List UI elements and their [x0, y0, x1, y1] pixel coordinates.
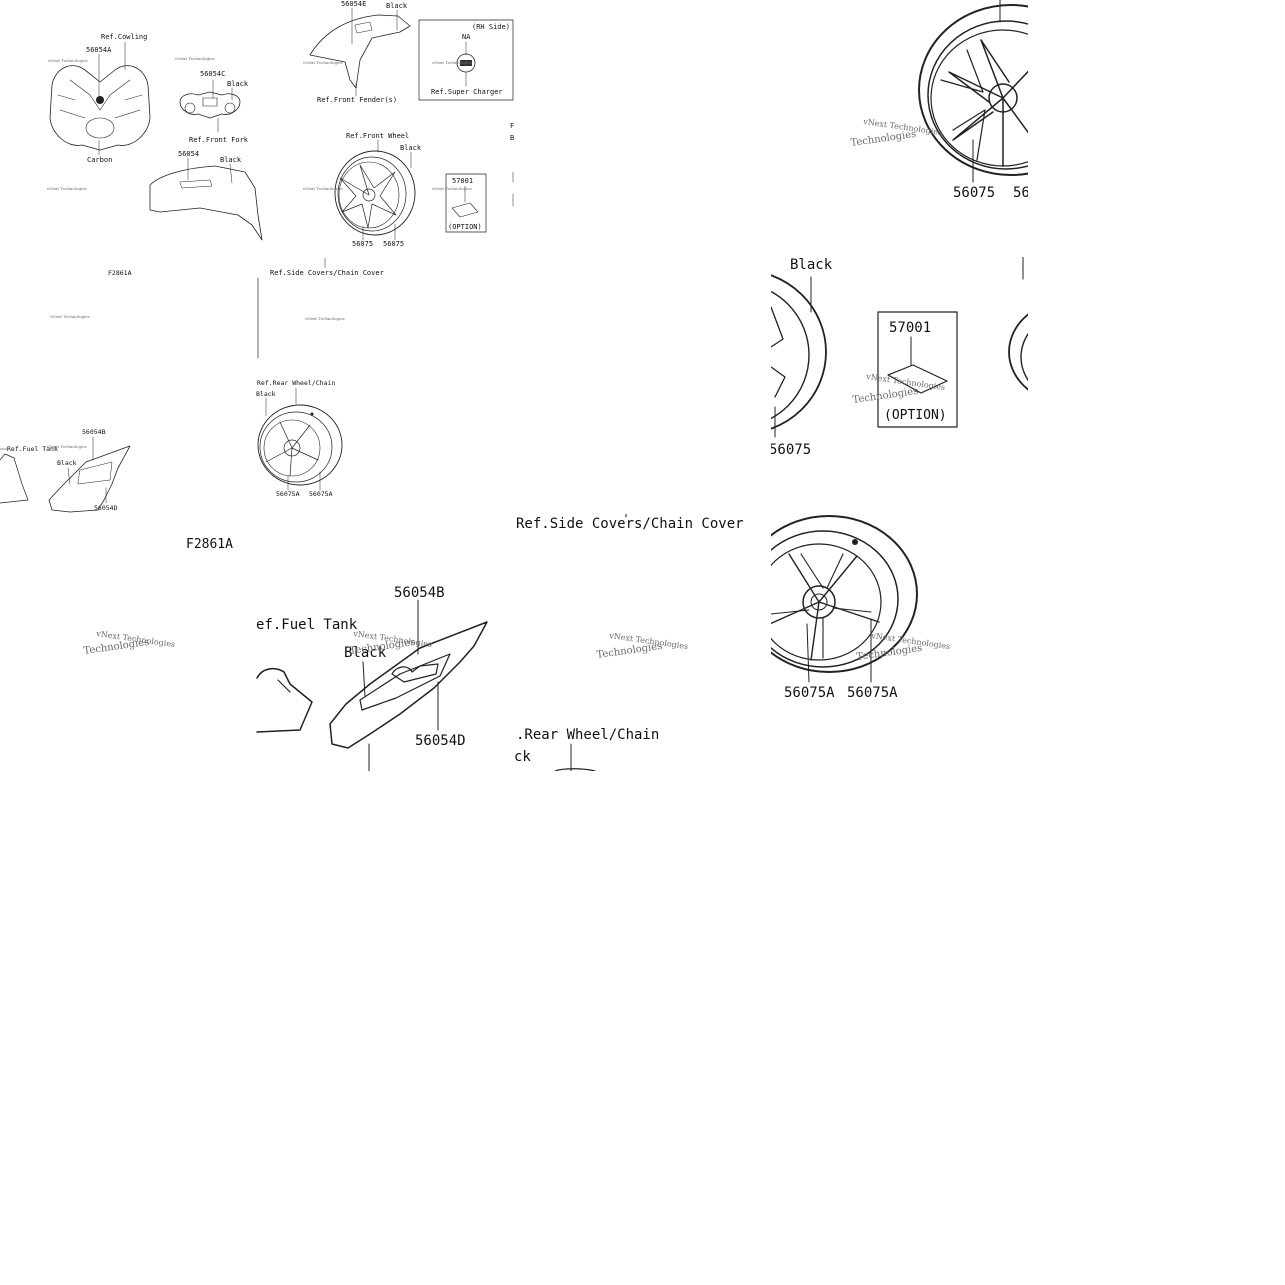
rear-wheel-color-label: Black	[256, 390, 276, 398]
charger-ref-label: Ref.Super Charger	[431, 88, 503, 96]
fuel-tank-drawing	[0, 445, 131, 513]
fork-part-label: 56054C	[200, 70, 225, 78]
side-cover-zoom: Ref.Side Covers/Chain Cover vNext Techno…	[515, 514, 771, 771]
front-wheel-zoom-drawing	[918, 4, 1028, 176]
svg-text:vNext Technologies: vNext Technologies	[174, 56, 215, 61]
figure-label-small: F2861A	[108, 269, 132, 277]
fuel-tank-part-bottom: 56054D	[94, 504, 118, 512]
option-card	[451, 202, 479, 218]
cowling-finish-label: Carbon	[87, 156, 112, 164]
fork-color-label: Black	[227, 80, 249, 88]
side-covers-ref-label: Ref.Side Covers/Chain Cover	[270, 269, 384, 277]
rear-wheel-part-left: 56075A	[276, 490, 300, 498]
svg-text:vNext Technologies: vNext Technologies	[302, 60, 343, 65]
option-note-label: (OPTION)	[448, 223, 482, 231]
fuel-tank-zoom-drawing	[256, 621, 488, 749]
tank-top-part-label: 56054	[178, 150, 199, 158]
svg-text:vNext Technologies: vNext Technologies	[49, 314, 90, 319]
option-zoom-wheel-part: 56075	[771, 442, 811, 458]
tank-zoom-part-top: 56054B	[394, 585, 445, 601]
svg-text:F: F	[510, 122, 514, 130]
svg-text:vNext Technologies: vNext Technologies	[431, 60, 472, 65]
figure-label: F2861A	[186, 537, 233, 552]
svg-text:vNext Technologies: vNext Technologies	[47, 58, 88, 63]
fender-color-label: Black	[386, 2, 408, 10]
option-box	[445, 173, 487, 233]
front-wheel-zoom: 56075 56 vNext Technologies Technologies	[771, 0, 1028, 257]
overview-diagram: Ref.Cowling 56054A Carbon 56054C Black R…	[0, 0, 515, 515]
front-zoom-part-left: 56075	[953, 185, 995, 201]
cowling-part-label: 56054A	[86, 46, 112, 54]
rear-wheel-part-right: 56075A	[309, 490, 333, 498]
svg-text:vNext Technologies: vNext Technologies	[46, 444, 87, 449]
rear-wheel-ref-label: Ref.Rear Wheel/Chain	[257, 379, 335, 387]
charger-part-label: NA	[462, 33, 471, 41]
fuel-tank-ref-label: Ref.Fuel Tank	[7, 445, 58, 453]
fork-ref-label: Ref.Front Fork	[189, 136, 249, 144]
fuel-tank-color-label: Black	[57, 459, 77, 467]
svg-text:B: B	[510, 134, 514, 142]
rear-wheel-zoom: 56075A 56075A vNext Technologies Technol…	[771, 514, 1028, 771]
svg-text:vNext Technologies: vNext Technologies	[302, 186, 343, 191]
fender-drawing	[309, 14, 411, 89]
front-zoom-part-right: 56	[1013, 185, 1028, 201]
tank-top-color-label: Black	[220, 156, 242, 164]
rear-zoom-part-left: 56075A	[784, 685, 835, 701]
option-part-label: 57001	[452, 177, 473, 185]
side-cover-zoom-ref: Ref.Side Covers/Chain Cover	[516, 516, 744, 532]
option-zoom-box	[877, 311, 958, 428]
fuel-tank-part-top: 56054B	[82, 428, 106, 436]
fender-ref-label: Ref.Front Fender(s)	[317, 96, 397, 104]
cowling-ref-label: Ref.Cowling	[101, 33, 147, 41]
rear-wheel-zoom-drawing	[771, 515, 918, 673]
option-zoom-part: 57001	[889, 320, 931, 336]
cowling-drawing	[49, 65, 151, 151]
tank-zoom-ref: ef.Fuel Tank	[256, 617, 358, 633]
fuel-tank-zoom: F2861A vNext Technologies Technologies 5…	[0, 514, 515, 771]
front-wheel-part-right: 56075	[383, 240, 404, 248]
front-wheel-drawing	[334, 150, 416, 236]
side-cover-zoom-color: ck	[515, 749, 531, 765]
rear-wheel-drawing	[257, 404, 343, 486]
svg-text:vNext Technologies: vNext Technologies	[304, 316, 345, 321]
option-zoom-color: Black	[790, 257, 833, 273]
svg-text:vNext Technologies: vNext Technologies	[431, 186, 472, 191]
front-wheel-ref-label: Ref.Front Wheel	[346, 132, 409, 140]
tank-top-drawing	[149, 165, 263, 241]
svg-text:Technologies: Technologies	[856, 643, 923, 663]
charger-side-label: (RH Side)	[472, 23, 510, 31]
option-zoom-card	[887, 364, 948, 394]
fender-part-label: 56054E	[341, 0, 366, 8]
front-wheel-color-label: Black	[400, 144, 422, 152]
rear-zoom-part-right: 56075A	[847, 685, 898, 701]
fork-drawing	[179, 91, 241, 119]
tank-zoom-part-bottom: 56054D	[415, 733, 466, 749]
svg-text:Technologies: Technologies	[850, 129, 917, 149]
front-wheel-part-left: 56075	[352, 240, 373, 248]
option-zoom-note: (OPTION)	[884, 408, 947, 423]
option-zoom: Black 56075 57001 (OPTION) vNext Technol…	[771, 257, 1028, 514]
side-cover-zoom-rear-ref: .Rear Wheel/Chain	[516, 727, 659, 743]
charger-box	[418, 19, 514, 101]
option-zoom-wheel-drawing	[771, 274, 1028, 430]
tank-zoom-color: Black	[344, 645, 387, 661]
svg-text:Technologies: Technologies	[596, 641, 663, 661]
svg-text:vNext Technologies: vNext Technologies	[46, 186, 87, 191]
svg-text:Technologies: Technologies	[852, 386, 919, 406]
